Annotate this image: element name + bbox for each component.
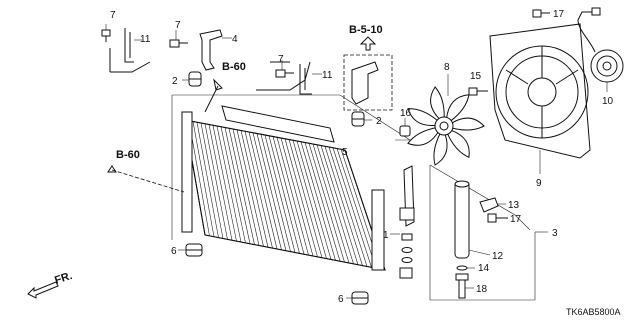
condenser-fin [288, 139, 323, 258]
condenser-fin [200, 122, 224, 239]
callout-17a: 17 [553, 9, 565, 20]
condenser-fin [208, 124, 233, 241]
condenser-fin [332, 147, 372, 268]
condenser-fin [264, 134, 296, 253]
callout-15: 15 [470, 71, 482, 82]
front-direction-arrow [27, 281, 59, 299]
condenser-fin [328, 146, 368, 267]
callout-17b: 17 [510, 214, 522, 225]
condenser-fin [244, 131, 273, 249]
condenser-fin [260, 134, 291, 252]
condenser-fin [248, 131, 278, 250]
condenser-fin [316, 144, 354, 264]
condenser-fin [280, 137, 314, 257]
grommet-6-a [178, 243, 203, 257]
callout-6b: 6 [338, 294, 344, 305]
callout-16: 16 [400, 108, 412, 119]
condenser-fin [272, 136, 305, 255]
bracket-group-center [256, 60, 322, 95]
callout-10: 10 [602, 96, 614, 107]
fan-blade [433, 132, 448, 166]
nut-16 [399, 118, 411, 137]
callout-2b: 2 [376, 116, 382, 127]
condenser-fin [212, 125, 237, 242]
condenser-fin [256, 133, 287, 251]
condenser-core [181, 111, 386, 271]
fan-blade-8 [407, 74, 485, 166]
condenser-fin [296, 140, 332, 260]
reference-arrow-b60-top [204, 78, 223, 113]
callout-6a: 6 [171, 246, 177, 257]
bolt-17-b [487, 213, 508, 223]
condenser-fin [232, 128, 260, 246]
fan-blade [446, 94, 470, 122]
condenser-fin [312, 143, 350, 264]
condenser-fin [220, 126, 246, 243]
fan-shroud-9 [489, 23, 591, 174]
condenser-fin [192, 121, 215, 237]
condenser-fin [336, 148, 377, 269]
condenser-fin [204, 123, 228, 240]
condenser-fin [196, 122, 219, 238]
condenser-fin [268, 135, 300, 254]
callout-1: 1 [383, 230, 389, 241]
callout-11b: 11 [322, 70, 333, 81]
callout-8: 8 [444, 62, 450, 73]
callout-12: 12 [492, 251, 504, 262]
callout-14: 14 [478, 263, 490, 274]
reference-label-b60-left: B-60 [116, 149, 140, 161]
grommet-6-b [346, 291, 369, 305]
fan-blade [430, 86, 445, 120]
fan-blade [407, 127, 439, 146]
condenser-fin [304, 142, 341, 262]
condenser-fin [300, 141, 336, 261]
reference-arrow-b60-left [107, 165, 185, 193]
bolt-15 [468, 87, 488, 96]
bolt-17-a [532, 9, 550, 18]
condenser-fin [240, 130, 269, 248]
bracket-group-top-left [101, 24, 151, 73]
reference-label-b510: B-5-10 [349, 24, 383, 36]
callout-9: 9 [536, 178, 542, 189]
callout-18: 18 [476, 284, 488, 295]
fan-blade [407, 108, 439, 126]
callout-13: 13 [508, 200, 520, 211]
fan-blade [446, 129, 470, 158]
callout-5: 5 [342, 147, 348, 158]
grommet-2-b [351, 111, 372, 127]
grommet-2-a [182, 71, 202, 87]
callout-7a: 7 [110, 10, 116, 21]
seal-strip-5 [221, 105, 346, 151]
front-direction-label: FR. [53, 270, 74, 287]
callout-4: 4 [232, 34, 238, 45]
condenser-fin [284, 138, 318, 257]
callout-3: 3 [552, 228, 558, 239]
bolt-7-b [169, 39, 188, 48]
bolt-7-c [275, 69, 294, 78]
bolt-7-a [101, 29, 111, 42]
condenser-fin [308, 143, 345, 263]
condenser-fin [228, 128, 255, 245]
fan-motor-10 [577, 7, 624, 92]
receiver-tank-group [429, 164, 548, 301]
condenser-fin [320, 145, 359, 265]
condenser-fin [276, 137, 309, 256]
condenser-fin [252, 132, 282, 250]
callout-7c: 7 [278, 54, 284, 65]
condenser-fin [216, 125, 242, 243]
callout-11a: 11 [140, 34, 151, 45]
bracket-b510-group [343, 36, 393, 111]
condenser-fin [292, 140, 327, 259]
callout-7b: 7 [175, 20, 181, 31]
condenser-fin [324, 146, 363, 266]
diagram-code: TK6AB5800A [566, 307, 621, 317]
callout-2a: 2 [172, 76, 178, 87]
condenser-fin [236, 129, 264, 247]
reference-label-b60-top: B-60 [222, 61, 246, 73]
condenser-fin [224, 127, 251, 244]
fan-blade [451, 117, 485, 131]
bracket-4-group [169, 29, 232, 71]
desiccant-1 [390, 165, 415, 279]
